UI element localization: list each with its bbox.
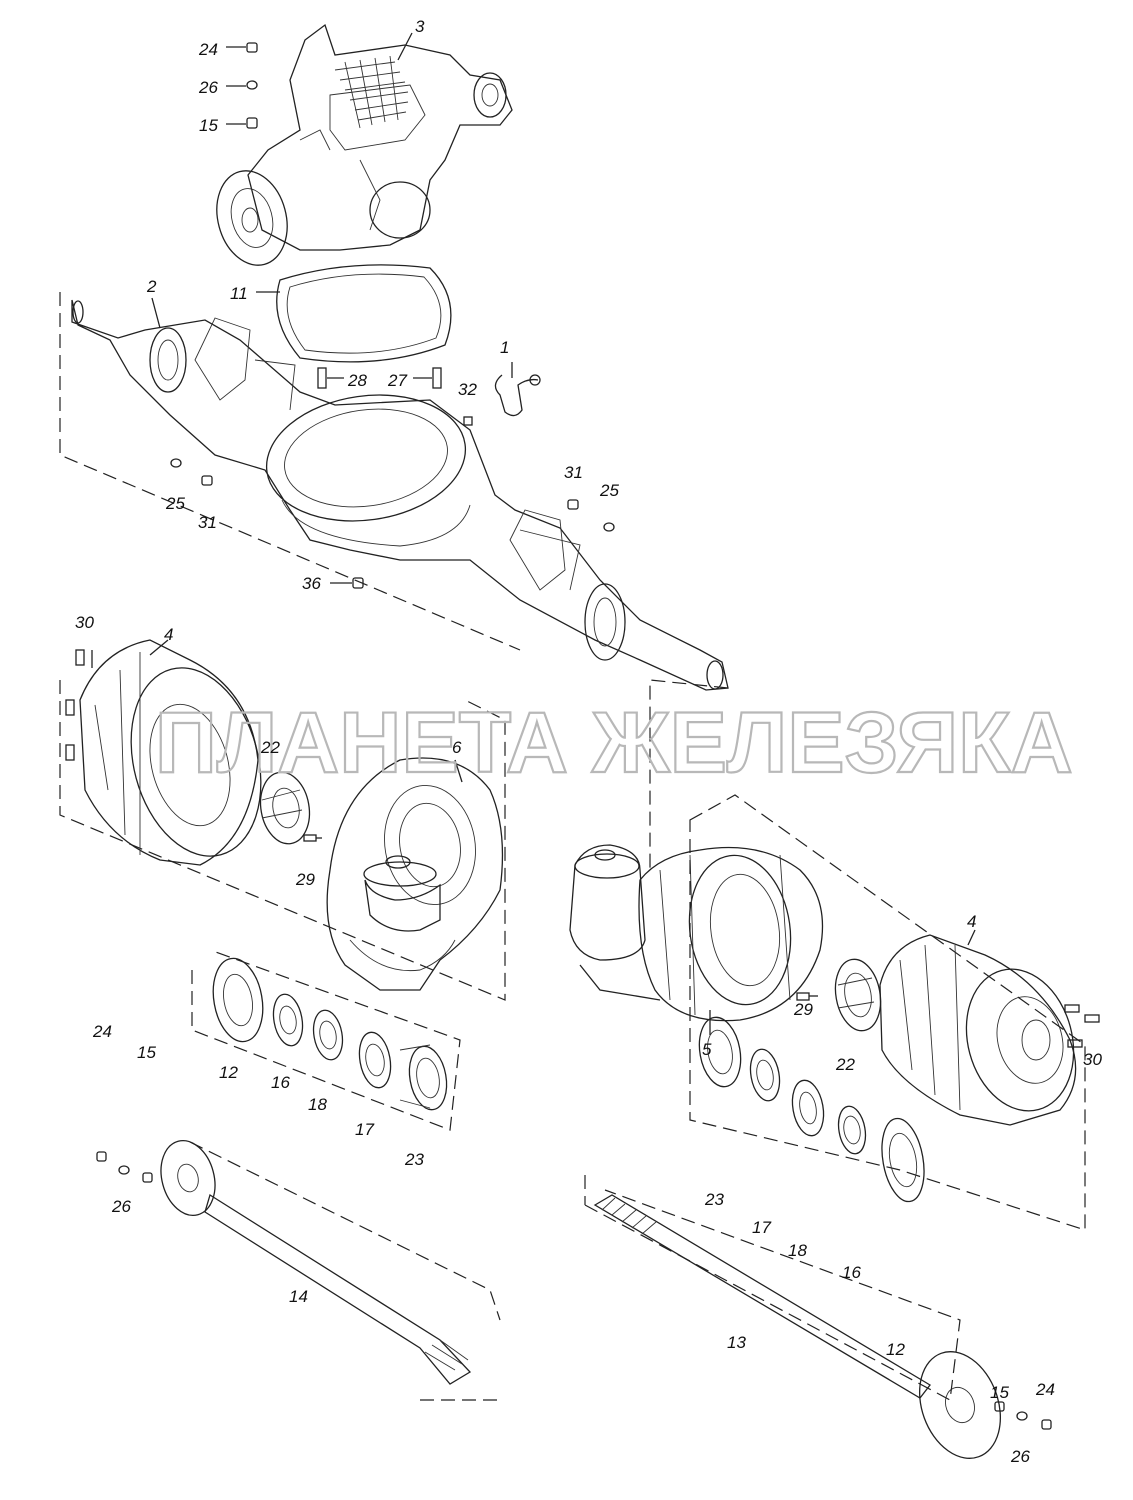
studs-and-breather xyxy=(317,362,541,426)
label-22-left: 22 xyxy=(260,738,280,757)
label-25-right: 25 xyxy=(599,481,619,500)
label-18-left: 18 xyxy=(308,1095,327,1114)
label-28: 28 xyxy=(347,371,367,390)
label-14: 14 xyxy=(289,1287,308,1306)
label-23-left: 23 xyxy=(404,1150,424,1169)
brake-assembly-right xyxy=(569,844,824,1035)
label-30-left: 30 xyxy=(75,613,94,632)
brake-drum-left xyxy=(59,639,506,1001)
label-26-left: 26 xyxy=(111,1197,131,1216)
label-4-left: 4 xyxy=(164,625,173,644)
label-5: 5 xyxy=(702,1040,712,1059)
label-18-right: 18 xyxy=(788,1241,807,1260)
label-27: 27 xyxy=(387,371,407,390)
label-2: 2 xyxy=(146,277,157,296)
label-15-right: 15 xyxy=(990,1383,1009,1402)
label-24-top: 24 xyxy=(198,40,218,59)
label-11: 11 xyxy=(230,284,248,303)
label-12-right: 12 xyxy=(886,1340,905,1359)
gasket-11 xyxy=(256,264,452,363)
label-15-left: 15 xyxy=(137,1043,156,1062)
brake-assembly-left xyxy=(326,757,504,991)
axle-shaft-left xyxy=(96,1140,501,1401)
label-1: 1 xyxy=(500,338,509,357)
bearing-22-left xyxy=(259,771,322,845)
label-16-left: 16 xyxy=(271,1073,290,1092)
brake-drum-right xyxy=(689,794,1100,1231)
bearing-22-right xyxy=(834,958,882,1032)
label-26-right: 26 xyxy=(1010,1447,1030,1466)
label-25-left: 25 xyxy=(165,494,185,513)
label-17-left: 17 xyxy=(355,1120,374,1139)
label-36: 36 xyxy=(302,574,321,593)
label-6: 6 xyxy=(452,738,462,757)
hub-kit-left xyxy=(191,949,461,1131)
label-31-left: 31 xyxy=(198,513,217,532)
axle-housing xyxy=(59,292,729,870)
watermark-text: ПЛАНЕТА ЖЕЛЕЗЯКА xyxy=(155,695,1073,791)
label-16-right: 16 xyxy=(842,1263,861,1282)
final-drive-assembly xyxy=(216,23,513,266)
label-15-top: 15 xyxy=(199,116,218,135)
label-24-left: 24 xyxy=(92,1022,112,1041)
label-29-left: 29 xyxy=(295,870,315,889)
label-3: 3 xyxy=(415,17,425,36)
label-26-top: 26 xyxy=(198,78,218,97)
label-24-right: 24 xyxy=(1035,1380,1055,1399)
label-22-right: 22 xyxy=(835,1055,855,1074)
label-32: 32 xyxy=(458,380,477,399)
label-30-right: 30 xyxy=(1083,1050,1102,1069)
label-12-left: 12 xyxy=(219,1063,238,1082)
callout-labels: 3 24 26 15 2 11 1 28 27 32 31 25 25 31 3… xyxy=(75,17,1102,1466)
hub-kit-right xyxy=(698,1016,925,1203)
label-13: 13 xyxy=(727,1333,746,1352)
label-23-right: 23 xyxy=(704,1190,724,1209)
label-29-right: 29 xyxy=(793,1000,813,1019)
label-4-right: 4 xyxy=(967,912,976,931)
label-31-right: 31 xyxy=(564,463,583,482)
axle-shaft-right xyxy=(584,1175,1052,1459)
label-17-right: 17 xyxy=(752,1218,771,1237)
